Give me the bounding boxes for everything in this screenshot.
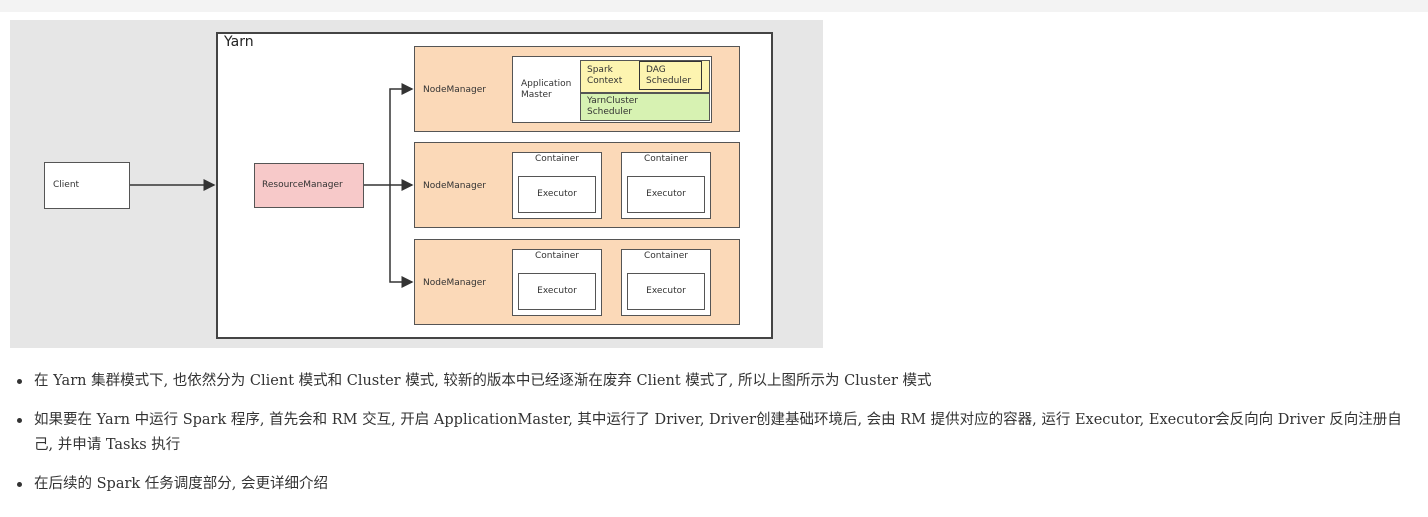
yarn-title: Yarn <box>224 34 254 50</box>
bullet-list: 在 Yarn 集群模式下, 也依然分为 Client 模式和 Cluster 模… <box>15 369 1415 511</box>
spark-context-label: Spark Context <box>587 65 623 86</box>
executor-label: Executor <box>646 286 686 296</box>
executor-label: Executor <box>537 189 577 199</box>
node-manager-label: NodeManager <box>423 85 486 95</box>
resource-manager-label: ResourceManager <box>262 180 343 190</box>
bullet-text: 在 Yarn 集群模式下, 也依然分为 Client 模式和 Cluster 模… <box>34 373 932 389</box>
executor-box: Executor <box>518 273 596 310</box>
container-label: Container <box>535 154 579 164</box>
dag-scheduler-box: DAG Scheduler <box>639 61 702 90</box>
executor-box: Executor <box>627 176 705 213</box>
bullet-text: 如果要在 Yarn 中运行 Spark 程序, 首先会和 RM 交互, 开启 A… <box>34 412 1402 453</box>
dag-scheduler-label: DAG Scheduler <box>646 65 692 86</box>
executor-label: Executor <box>646 189 686 199</box>
node-manager-label: NodeManager <box>423 278 486 288</box>
executor-box: Executor <box>627 273 705 310</box>
client-label: Client <box>53 180 80 190</box>
list-item: 在后续的 Spark 任务调度部分, 会更详细介绍 <box>15 472 1415 497</box>
application-master-label: Application Master <box>521 79 572 100</box>
client-box: Client <box>44 162 130 209</box>
yarn-cluster-scheduler-label: YarnCluster Scheduler <box>587 96 638 117</box>
yarn-cluster-scheduler-box: YarnCluster Scheduler <box>580 93 710 121</box>
bullet-dot <box>17 482 22 487</box>
executor-box: Executor <box>518 176 596 213</box>
rm-to-nm1-arrow <box>389 83 414 185</box>
top-strip <box>0 0 1428 12</box>
bullet-dot <box>17 418 22 423</box>
resource-manager-box: ResourceManager <box>254 163 364 208</box>
container-label: Container <box>535 251 579 261</box>
node-manager-label: NodeManager <box>423 181 486 191</box>
container-label: Container <box>644 251 688 261</box>
executor-label: Executor <box>537 286 577 296</box>
list-item: 如果要在 Yarn 中运行 Spark 程序, 首先会和 RM 交互, 开启 A… <box>15 408 1415 458</box>
container-label: Container <box>644 154 688 164</box>
bullet-text: 在后续的 Spark 任务调度部分, 会更详细介绍 <box>34 476 329 492</box>
bullet-dot <box>17 379 22 384</box>
rm-to-nm3-arrow <box>389 185 414 288</box>
list-item: 在 Yarn 集群模式下, 也依然分为 Client 模式和 Cluster 模… <box>15 369 1415 394</box>
